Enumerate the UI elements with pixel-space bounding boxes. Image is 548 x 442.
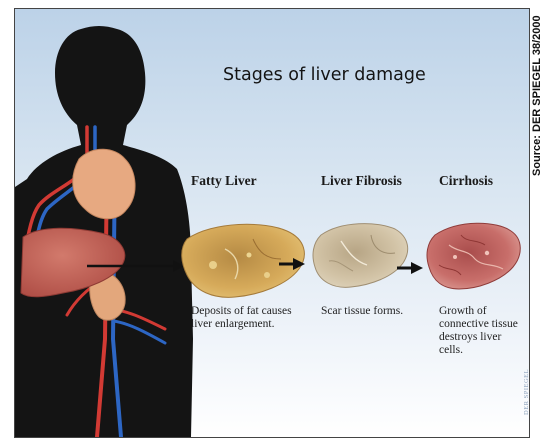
fibrosis-liver-icon — [313, 224, 408, 288]
diagram-panel: Stages of liver damage Fatty Liver Liver… — [14, 8, 530, 438]
publisher-watermark: DER SPIEGEL — [523, 345, 533, 415]
stage-description-liver-fibrosis: Scar tissue forms. — [321, 305, 425, 318]
stage-description-fatty-liver: Deposits of fat causes liver enlargement… — [191, 305, 307, 331]
diagram-title: Stages of liver damage — [223, 65, 426, 85]
stage-label-cirrhosis: Cirrhosis — [439, 173, 493, 189]
cirrhosis-liver-icon — [427, 223, 520, 289]
fatty-liver-icon — [182, 224, 305, 297]
stage-label-liver-fibrosis: Liver Fibrosis — [321, 173, 402, 189]
stage-label-fatty-liver: Fatty Liver — [191, 173, 257, 189]
stage-description-cirrhosis: Growth of connective tissue destroys liv… — [439, 305, 525, 357]
source-credit: Source: DER SPIEGEL 38/2000 — [527, 0, 547, 176]
